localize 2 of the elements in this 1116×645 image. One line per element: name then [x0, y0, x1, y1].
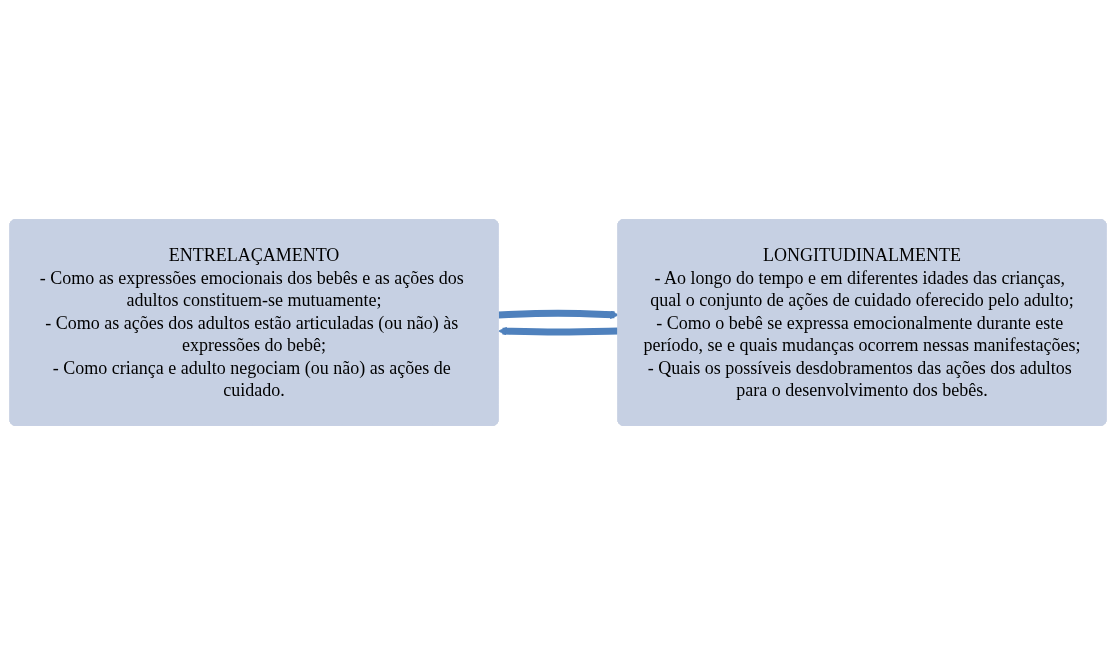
arrow	[498, 326, 619, 336]
arrow	[498, 309, 619, 320]
